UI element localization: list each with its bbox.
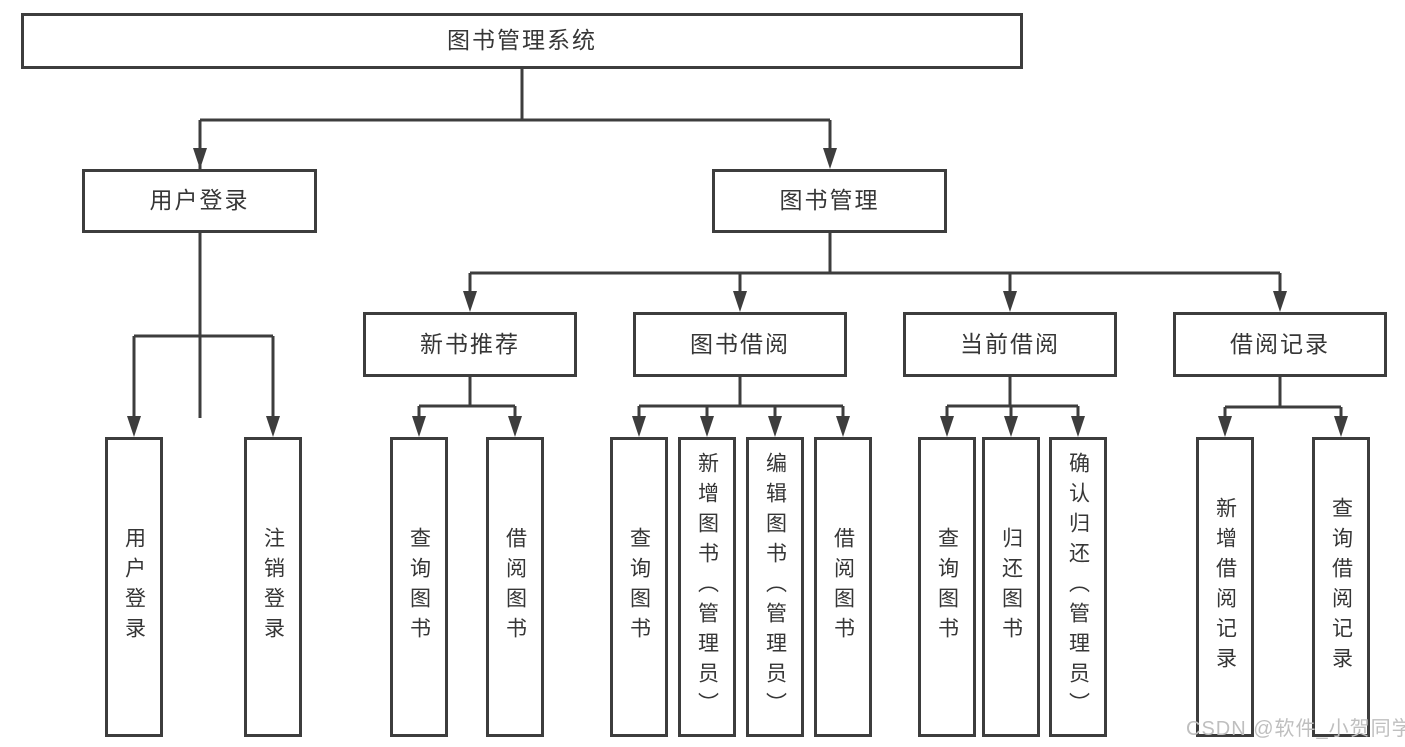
node-edit-books-admin: 编辑图书（管理员） (746, 437, 804, 737)
connector-records-to-leaves (1218, 377, 1348, 437)
node-query-books-current: 查询图书 (918, 437, 976, 737)
node-user-login: 用户登录 (82, 169, 317, 233)
node-add-books-admin: 新增图书（管理员） (678, 437, 736, 737)
node-library-system: 图书管理系统 (21, 13, 1023, 69)
node-user-login-action: 用户登录 (105, 437, 163, 737)
connector-bookborrow-to-leaves (632, 377, 850, 437)
node-borrow-books-borrowing: 借阅图书 (814, 437, 872, 737)
node-new-book-recommend: 新书推荐 (363, 312, 577, 377)
connector-userlogin-to-leaves (127, 233, 280, 437)
node-query-books-recommend: 查询图书 (390, 437, 448, 737)
node-borrow-books-recommend: 借阅图书 (486, 437, 544, 737)
connector-bookmgmt-to-level3 (463, 233, 1287, 312)
node-query-borrow-record: 查询借阅记录 (1312, 437, 1370, 737)
node-book-management: 图书管理 (712, 169, 947, 233)
node-borrowing-records: 借阅记录 (1173, 312, 1387, 377)
node-confirm-return-admin: 确认归还（管理员） (1049, 437, 1107, 737)
node-add-borrow-record: 新增借阅记录 (1196, 437, 1254, 737)
csdn-watermark: CSDN @软件_小贺同学 (1186, 718, 1405, 740)
node-current-borrowing: 当前借阅 (903, 312, 1117, 377)
node-book-borrowing: 图书借阅 (633, 312, 847, 377)
node-query-books-borrowing: 查询图书 (610, 437, 668, 737)
node-return-books: 归还图书 (982, 437, 1040, 737)
connector-currentborrow-to-leaves (940, 377, 1085, 437)
connector-newbook-to-leaves (412, 377, 522, 437)
node-logout-action: 注销登录 (244, 437, 302, 737)
